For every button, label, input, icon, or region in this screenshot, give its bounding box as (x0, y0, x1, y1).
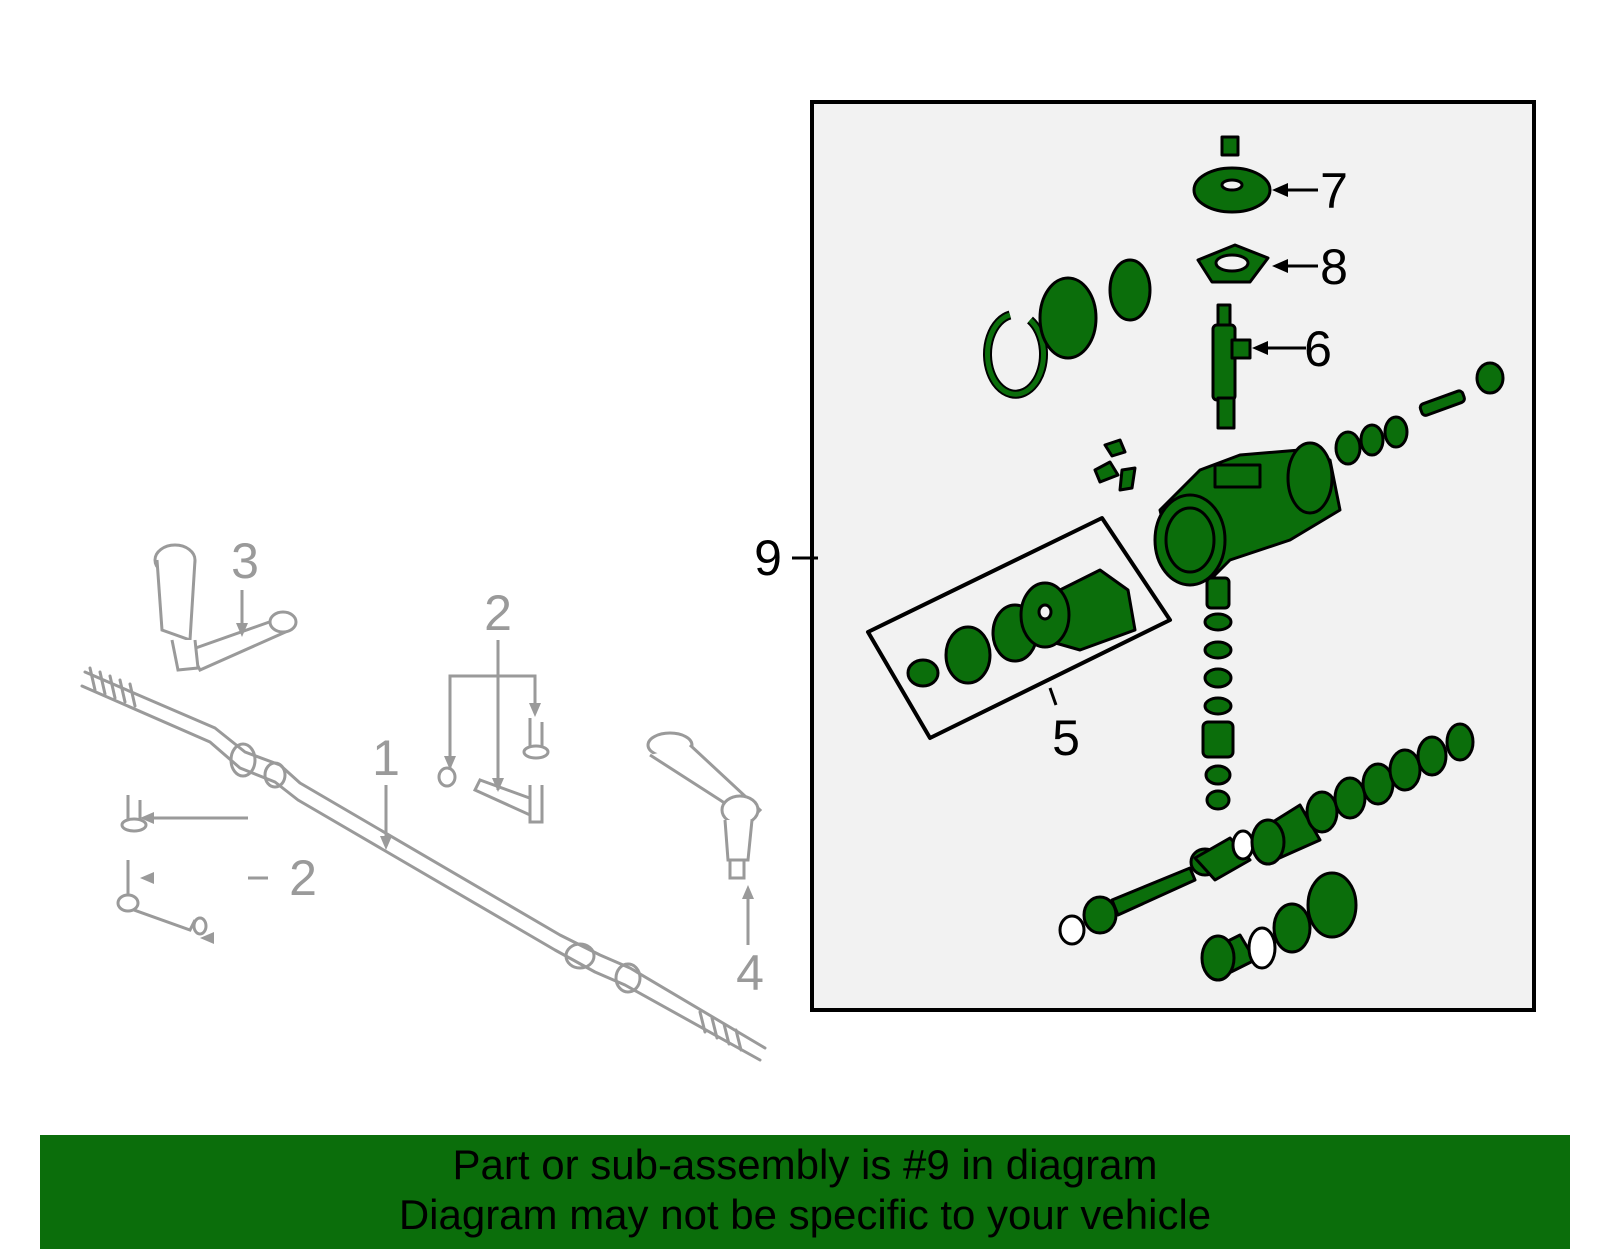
black-leaders (792, 188, 1318, 706)
info-banner: Part or sub-assembly is #9 in diagram Di… (40, 1135, 1570, 1249)
callout-8: 8 (1320, 239, 1348, 295)
gray-leaders (145, 590, 750, 945)
idler-arm (153, 543, 298, 672)
callout-3: 3 (231, 533, 259, 589)
banner-line-1: Part or sub-assembly is #9 in diagram (452, 1141, 1158, 1188)
callout-1: 1 (372, 730, 400, 786)
callout-5: 5 (1052, 710, 1080, 766)
callout-7: 7 (1320, 163, 1348, 219)
callout-2-upper: 2 (484, 585, 512, 641)
tie-rod-assembly (80, 666, 767, 1062)
banner-line-2: Diagram may not be specific to your vehi… (398, 1191, 1212, 1238)
gray-arrowheads (140, 623, 754, 944)
fittings (116, 718, 550, 936)
callout-2-lower: 2 (289, 850, 317, 906)
callout-9: 9 (754, 530, 782, 586)
black-arrowheads (1252, 183, 1288, 355)
callout-4: 4 (736, 945, 764, 1001)
callout-6: 6 (1304, 321, 1332, 377)
pitman-arm (646, 731, 763, 880)
steering-gear-components (866, 135, 1505, 982)
